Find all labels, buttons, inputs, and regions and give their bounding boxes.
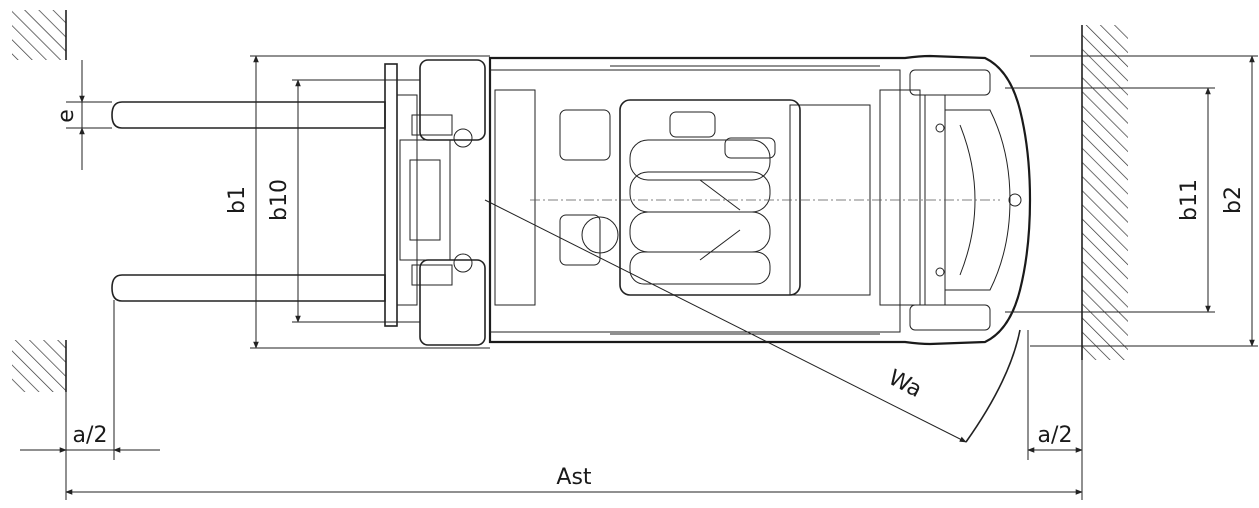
label-b11: b11 [1177, 179, 1202, 221]
dim-a2-right [1027, 330, 1083, 500]
label-b2: b2 [1221, 186, 1246, 214]
dim-e [66, 60, 112, 170]
dim-b11 [1005, 87, 1215, 313]
dim-b2 [1030, 55, 1258, 347]
right-wall [1081, 25, 1128, 360]
label-b1: b1 [225, 186, 250, 214]
dim-b10 [292, 79, 420, 323]
fork-tines [111, 101, 386, 302]
truck-body [488, 54, 1032, 346]
left-upper-wall [12, 10, 67, 60]
fork-carriage [384, 59, 486, 346]
dim-a2-left [20, 300, 160, 500]
dim-b1 [250, 55, 490, 349]
label-wa: Wa [884, 365, 925, 403]
label-b10: b10 [267, 179, 292, 221]
label-a2-right: a/2 [1038, 423, 1073, 448]
dim-wa [484, 199, 1021, 443]
label-a2-left: a/2 [73, 423, 108, 448]
label-ast: Ast [556, 465, 592, 490]
label-e: e [54, 109, 79, 123]
left-lower-wall [12, 340, 67, 392]
